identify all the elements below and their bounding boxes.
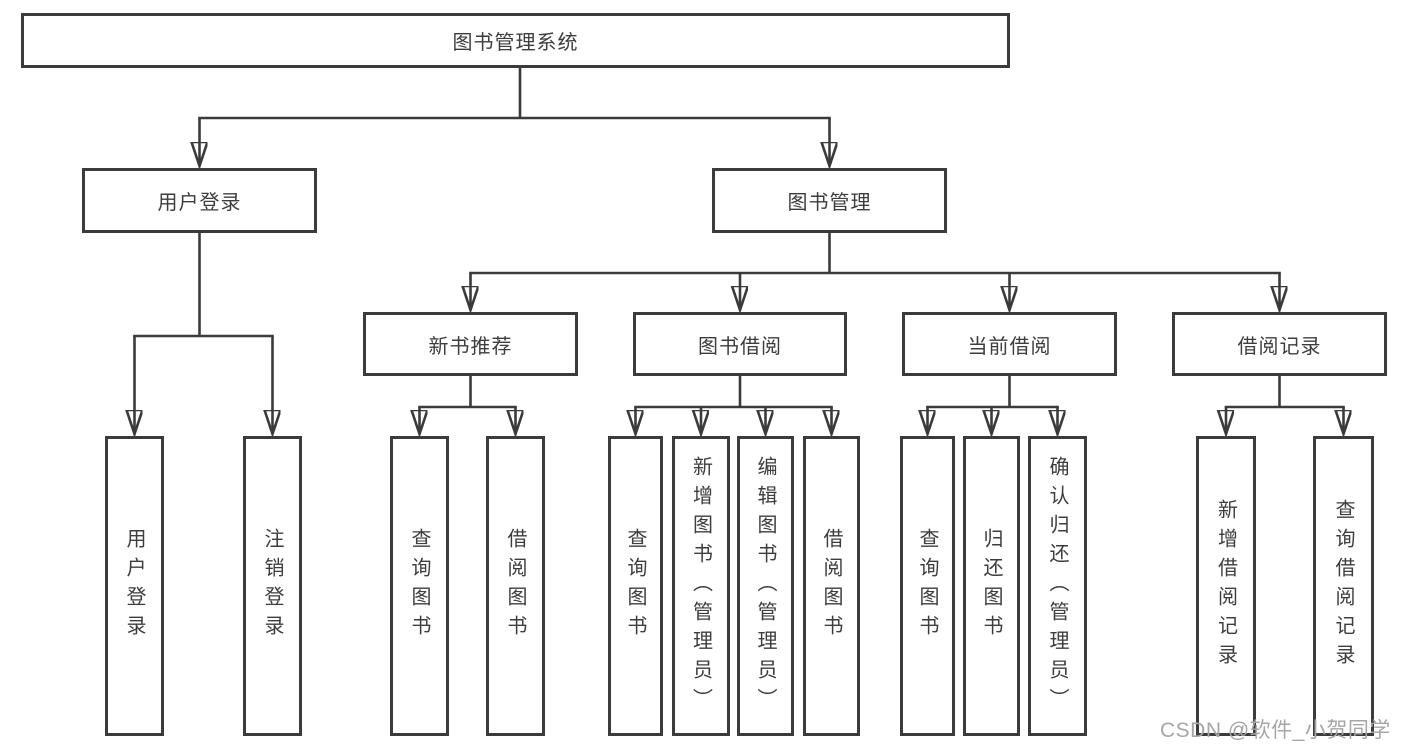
leaf-query-books-borrow: 查询图书 bbox=[608, 436, 663, 736]
leaf-borrow-books: 借阅图书 bbox=[803, 436, 860, 736]
node-label: 查询图书 bbox=[916, 528, 938, 644]
leaf-logout: 注销登录 bbox=[243, 436, 302, 736]
node-borrow-records: 借阅记录 bbox=[1172, 312, 1387, 376]
node-label: 借阅图书 bbox=[504, 528, 526, 644]
node-label: 查询借阅记录 bbox=[1332, 499, 1354, 673]
leaf-borrow-books-recommend: 借阅图书 bbox=[486, 436, 545, 736]
node-label: 确认归还（管理员） bbox=[1046, 455, 1068, 717]
node-library-management-system: 图书管理系统 bbox=[21, 13, 1010, 68]
leaf-edit-book-admin: 编辑图书（管理员） bbox=[737, 436, 794, 736]
node-label: 借阅图书 bbox=[820, 528, 842, 644]
node-label: 查询图书 bbox=[624, 528, 646, 644]
node-label: 图书管理系统 bbox=[452, 32, 579, 54]
leaf-query-borrow-record: 查询借阅记录 bbox=[1313, 436, 1374, 736]
node-book-management: 图书管理 bbox=[712, 168, 947, 233]
node-current-borrow: 当前借阅 bbox=[902, 312, 1117, 376]
leaf-add-borrow-record: 新增借阅记录 bbox=[1196, 436, 1256, 736]
leaf-confirm-return-admin: 确认归还（管理员） bbox=[1028, 436, 1087, 736]
node-user-login-group: 用户登录 bbox=[82, 168, 317, 233]
leaf-user-login: 用户登录 bbox=[105, 436, 164, 736]
node-label: 查询图书 bbox=[408, 528, 430, 644]
node-label: 归还图书 bbox=[980, 528, 1002, 644]
node-label: 借阅记录 bbox=[1237, 335, 1322, 358]
node-label: 图书管理 bbox=[787, 192, 872, 214]
node-label: 新增借阅记录 bbox=[1214, 499, 1237, 673]
node-new-book-recommend: 新书推荐 bbox=[363, 312, 578, 376]
node-label: 用户登录 bbox=[123, 528, 145, 644]
leaf-return-books: 归还图书 bbox=[963, 436, 1020, 736]
csdn-watermark: CSDN @软件_小贺同学 bbox=[1160, 719, 1391, 742]
node-label: 用户登录 bbox=[157, 192, 242, 214]
leaf-query-books-current: 查询图书 bbox=[900, 436, 955, 736]
node-label: 编辑图书（管理员） bbox=[754, 455, 776, 717]
node-label: 新书推荐 bbox=[428, 335, 513, 358]
node-book-borrow: 图书借阅 bbox=[633, 312, 847, 376]
node-label: 注销登录 bbox=[261, 528, 283, 644]
node-label: 图书借阅 bbox=[698, 335, 782, 358]
leaf-add-book-admin: 新增图书（管理员） bbox=[672, 436, 730, 736]
node-label: 当前借阅 bbox=[967, 335, 1052, 358]
node-label: 新增图书（管理员） bbox=[689, 455, 712, 717]
leaf-query-books-recommend: 查询图书 bbox=[390, 436, 449, 736]
